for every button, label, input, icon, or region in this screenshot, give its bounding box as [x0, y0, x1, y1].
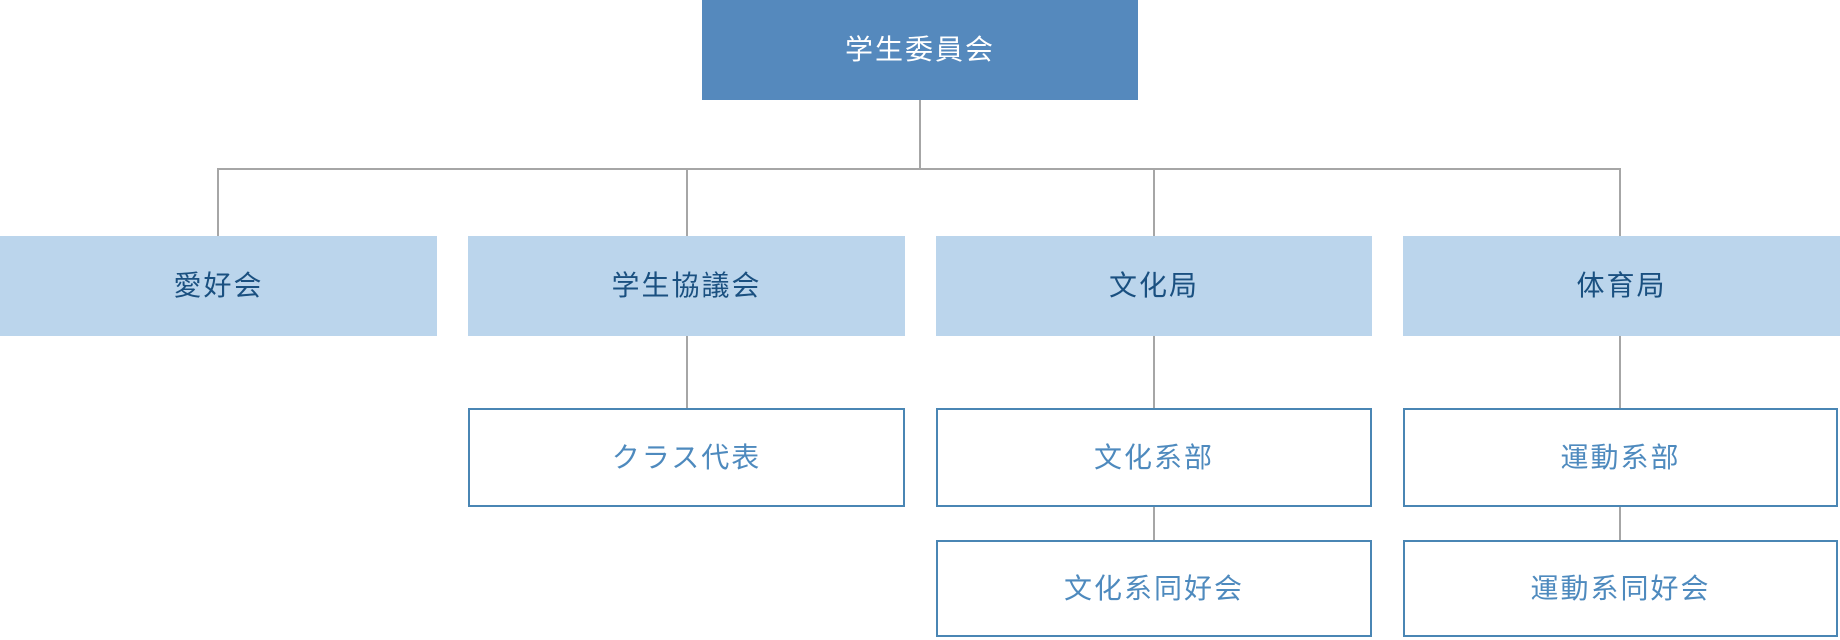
node-student-committee: 学生委員会 — [702, 0, 1138, 100]
node-student-council: 学生協議会 — [468, 236, 905, 336]
node-label: 文化局 — [1108, 270, 1199, 301]
connector-cultureclubs-societies — [1153, 507, 1155, 540]
node-hobby-club: 愛好会 — [0, 236, 437, 336]
connector-stub-hobby — [217, 168, 219, 236]
node-label: 文化系同好会 — [1063, 572, 1244, 604]
node-label: 文化系部 — [1093, 441, 1214, 473]
node-sports-bureau: 体育局 — [1403, 236, 1840, 336]
connector-council-classrep — [686, 336, 688, 408]
connector-root-riser — [919, 100, 921, 168]
connector-stub-council — [686, 168, 688, 236]
node-culture-clubs: 文化系部 — [936, 408, 1372, 507]
connector-stub-sports — [1619, 168, 1621, 236]
connector-horizontal-bar — [217, 168, 1621, 170]
node-label: 運動系部 — [1560, 441, 1681, 473]
node-label: 学生委員会 — [844, 34, 995, 65]
connector-stub-culture — [1153, 168, 1155, 236]
node-culture-bureau: 文化局 — [936, 236, 1372, 336]
connector-sportsclubs-societies — [1619, 507, 1621, 540]
connector-culture-cultureclubs — [1153, 336, 1155, 408]
node-label: 愛好会 — [173, 270, 264, 301]
node-sports-clubs: 運動系部 — [1403, 408, 1838, 507]
node-label: 体育局 — [1576, 270, 1667, 301]
node-label: クラス代表 — [611, 441, 762, 473]
connector-sports-sportsclubs — [1619, 336, 1621, 408]
node-culture-societies: 文化系同好会 — [936, 540, 1372, 637]
node-label: 学生協議会 — [611, 270, 762, 301]
node-label: 運動系同好会 — [1530, 572, 1711, 604]
node-class-representatives: クラス代表 — [468, 408, 905, 507]
node-sports-societies: 運動系同好会 — [1403, 540, 1838, 637]
